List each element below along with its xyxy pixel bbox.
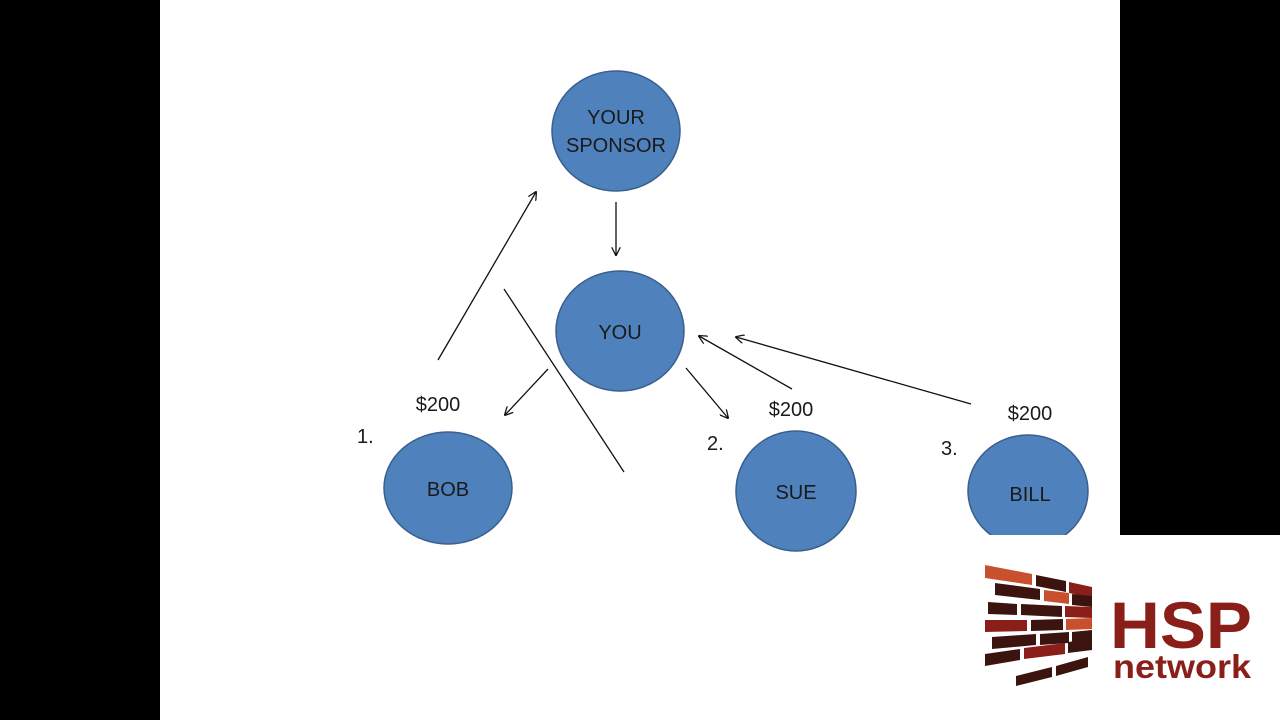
node-sponsor-line2: SPONSOR (566, 135, 666, 157)
bob-number: 1. (357, 426, 374, 448)
node-bob-label: BOB (427, 479, 469, 501)
logo-background (1120, 535, 1280, 720)
sue-amount: $200 (769, 399, 814, 421)
arrow-bill-to-you (736, 337, 972, 405)
brick-wall-icon (985, 565, 1092, 686)
arrow-you-to-bob (505, 368, 549, 415)
node-sue: SUE (735, 430, 857, 552)
arrow-sue-to-you (699, 336, 793, 390)
hsp-network-logo: HSP network (985, 565, 1252, 686)
bob-amount: $200 (416, 394, 461, 416)
arrow-bob-to-sponsor (437, 192, 536, 361)
node-you-label: YOU (598, 322, 641, 344)
sue-number: 2. (707, 433, 724, 455)
node-bill: BILL (967, 434, 1089, 535)
arrow-you-to-sue (685, 367, 728, 418)
divider-line (503, 288, 625, 473)
node-sue-label: SUE (775, 482, 816, 504)
node-sponsor-line1: YOUR (587, 107, 645, 129)
node-bob: BOB (383, 431, 513, 545)
logo-sub: network (1113, 648, 1252, 685)
bill-amount: $200 (1008, 403, 1053, 425)
bill-number: 3. (941, 438, 958, 460)
node-sponsor: YOUR SPONSOR (551, 70, 681, 192)
logo-brand: HSP (1110, 588, 1252, 662)
node-bill-label: BILL (1009, 484, 1050, 506)
node-you: YOU (555, 270, 685, 392)
